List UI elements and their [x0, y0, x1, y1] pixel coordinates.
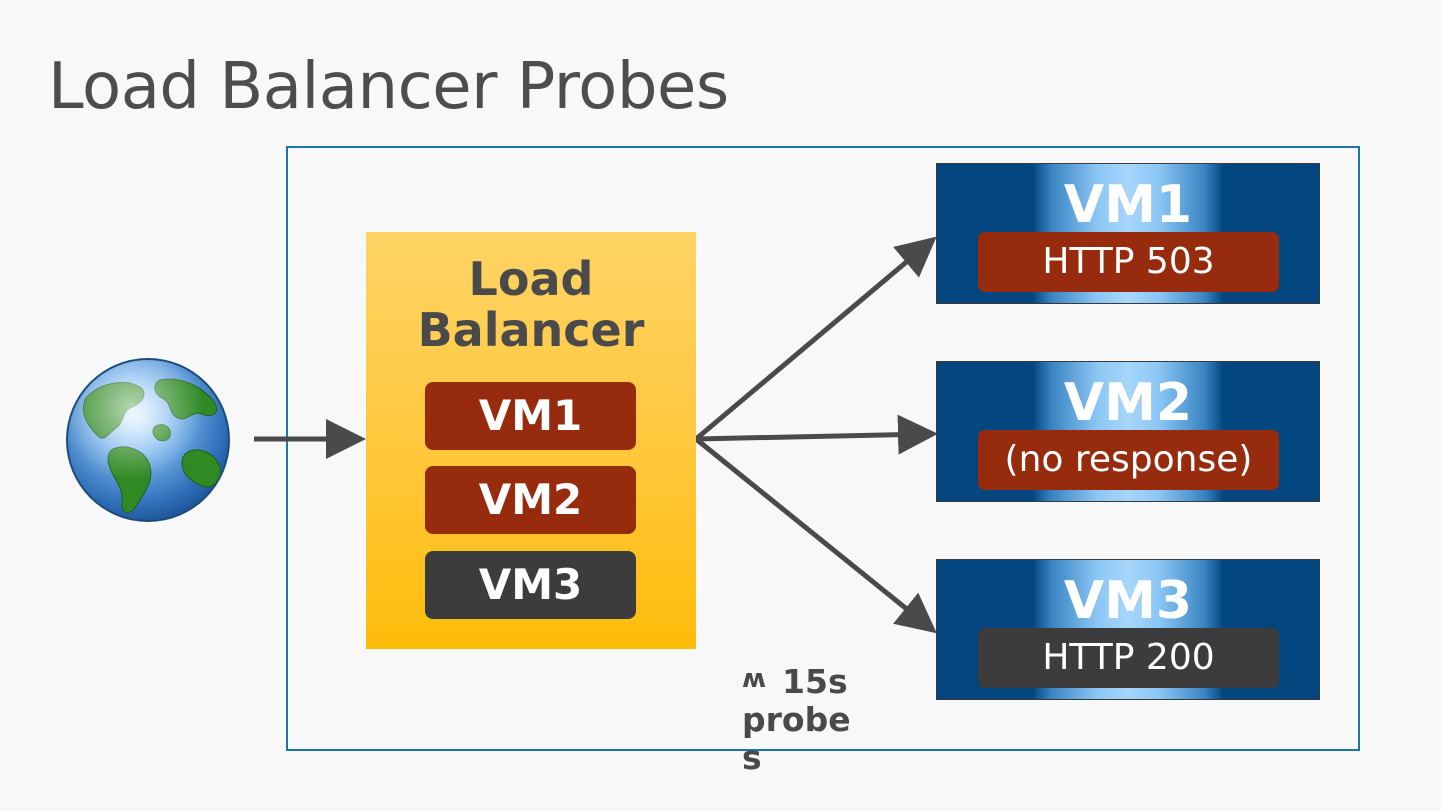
- lb-pool-vm2: VM2: [425, 466, 636, 534]
- backend-vm3-name: VM3: [1063, 571, 1193, 631]
- lb-pool-vm1: VM1: [425, 382, 636, 450]
- load-balancer-title: Load Balancer: [417, 252, 645, 357]
- backend-vm3: VM3 HTTP 200: [936, 559, 1320, 700]
- backend-vm1-status: HTTP 503: [978, 232, 1279, 292]
- slide-title: Load Balancer Probes: [48, 50, 729, 124]
- backend-vm3-status: HTTP 200: [978, 628, 1279, 688]
- backend-vm2: VM2 (no response): [936, 361, 1320, 502]
- backend-vm1-name: VM1: [1063, 175, 1193, 235]
- lb-pool-vm3: VM3: [425, 551, 636, 619]
- backend-vm1: VM1 HTTP 503: [936, 163, 1320, 304]
- probe-interval-text: 15s probes: [742, 662, 851, 777]
- probe-symbol: ʍ: [742, 664, 767, 694]
- backend-vm2-name: VM2: [1063, 373, 1193, 433]
- azure-boundary-frame: [286, 146, 1360, 751]
- backend-vm2-status: (no response): [978, 430, 1279, 490]
- load-balancer-box: Load Balancer VM1 VM2 VM3: [366, 232, 696, 649]
- globe-icon: [66, 358, 230, 522]
